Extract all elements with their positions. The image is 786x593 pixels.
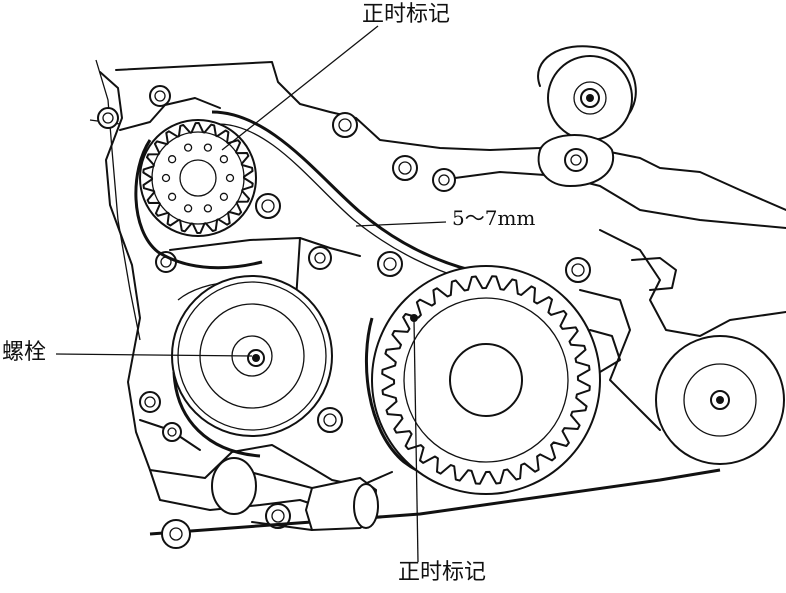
- hydraulic-tensioner: [211, 457, 379, 532]
- cam-sprocket-hole: [183, 143, 193, 152]
- cam-sprocket-hole: [203, 143, 213, 152]
- timing-mark-bottom-label: 正时标记: [398, 560, 487, 585]
- cam-sprocket-hole: [183, 204, 193, 213]
- camshaft-sprocket: [139, 119, 257, 237]
- cam-sprocket-hole: [167, 155, 177, 164]
- block-bolts: [97, 85, 591, 529]
- timing-mark-top-label: 正时标记: [362, 2, 451, 27]
- belt-deflection-label: 5～7mm: [452, 206, 536, 230]
- cam-sprocket-hole: [203, 204, 213, 213]
- cam-sprocket-teeth: [142, 122, 254, 234]
- cam-sprocket-hole: [161, 173, 171, 183]
- bolt-label: 螺栓: [2, 340, 47, 365]
- tensioner-bracket: [537, 134, 615, 188]
- cam-sprocket-hole: [167, 192, 177, 201]
- lower-mount-bolt: [161, 519, 191, 549]
- lower-idler-pulley: [655, 335, 785, 465]
- timing-belt: [134, 110, 721, 536]
- crankshaft-sprocket: [371, 265, 601, 495]
- leader-lines: [55, 25, 447, 563]
- crank-sprocket-teeth: [381, 275, 591, 485]
- cam-sprocket-hole: [219, 155, 229, 164]
- upper-idler-pulley: [547, 55, 633, 141]
- cam-sprocket-hole: [225, 173, 235, 183]
- cam-sprocket-hole: [219, 192, 229, 201]
